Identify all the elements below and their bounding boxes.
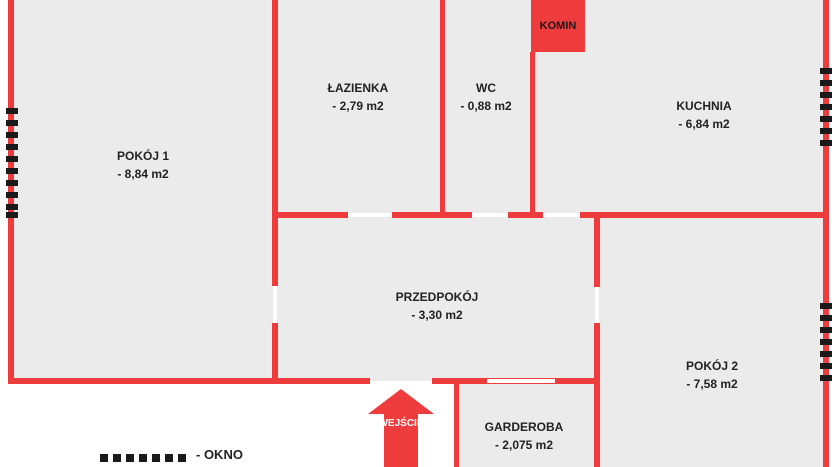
floor-pokoj-1 [11,0,275,381]
entrance-arrow-icon [368,389,434,467]
room-area: - 2,075 m2 [494,438,554,452]
room-name: POKÓJ 2 [685,359,739,373]
room-area: - 8,84 m2 [117,167,169,181]
room-name: WC [476,81,496,95]
wall-mid-seg-4 [580,212,826,218]
wall-pokoj1-right-lower [272,323,278,384]
wall-przedpokoj-right-lower [594,323,600,467]
room-area: - 3,30 m2 [411,308,463,322]
door-kuchnia [543,213,580,217]
windows [6,68,832,381]
entrance-label: WEJŚCIE [378,417,424,429]
wall-mid-seg-2 [392,212,472,218]
floor-pokoj-2 [597,215,826,467]
legend-window-label: - OKNO [196,447,243,462]
room-label-pokoj-1: POKÓJ 1 - 8,84 m2 [117,147,169,183]
wall-lazienka-right [440,0,445,218]
wall-wc-right [530,52,535,218]
room-label-pokoj-2: POKÓJ 2 - 7,58 m2 [686,357,738,393]
window-kuchnia [820,68,832,146]
wall-mid-seg-3 [508,212,543,218]
chimney-label: KOMIN [539,20,577,32]
wall-bottom-left [8,378,370,384]
wall-mid-seg-1 [275,212,348,218]
door-wc [472,213,508,217]
room-area: - 6,84 m2 [678,117,730,131]
room-name: GARDEROBA [484,420,564,434]
room-name: ŁAZIENKA [327,81,389,95]
floor-wc [443,0,533,215]
window-pokoj-2 [820,303,832,381]
floor-garderoba [457,381,597,467]
floor-lazienka [275,0,443,215]
room-name: KUCHNIA [676,99,732,113]
door-lazienka [348,213,392,217]
chimney [531,0,585,52]
wall-garderoba-left [454,381,459,467]
legend-window-icon [100,454,186,462]
wall-przedpokoj-right-upper [594,215,600,287]
door-pokoj2 [595,287,599,323]
room-name: POKÓJ 1 [116,149,170,163]
room-label-garderoba: GARDEROBA - 2,075 m2 [485,418,564,454]
door-garderoba [487,379,555,383]
room-area: - 0,88 m2 [460,99,512,113]
window-pokoj-1 [6,108,18,218]
room-area: - 7,58 m2 [686,377,738,391]
floor-przedpokoj [275,215,597,381]
room-area: - 2,79 m2 [332,99,384,113]
room-label-wc: WC - 0,88 m2 [460,79,511,115]
wall-pokoj1-right-upper [272,0,278,286]
floors [11,0,826,467]
room-label-lazienka: ŁAZIENKA - 2,79 m2 [328,79,389,115]
room-label-przedpokoj: PRZEDPOKÓJ - 3,30 m2 [396,288,479,324]
doorways [273,213,599,383]
door-pokoj1 [273,286,277,323]
room-name: PRZEDPOKÓJ [395,290,479,304]
room-label-kuchnia: KUCHNIA - 6,84 m2 [676,97,731,133]
wall-outer-right [823,0,829,467]
